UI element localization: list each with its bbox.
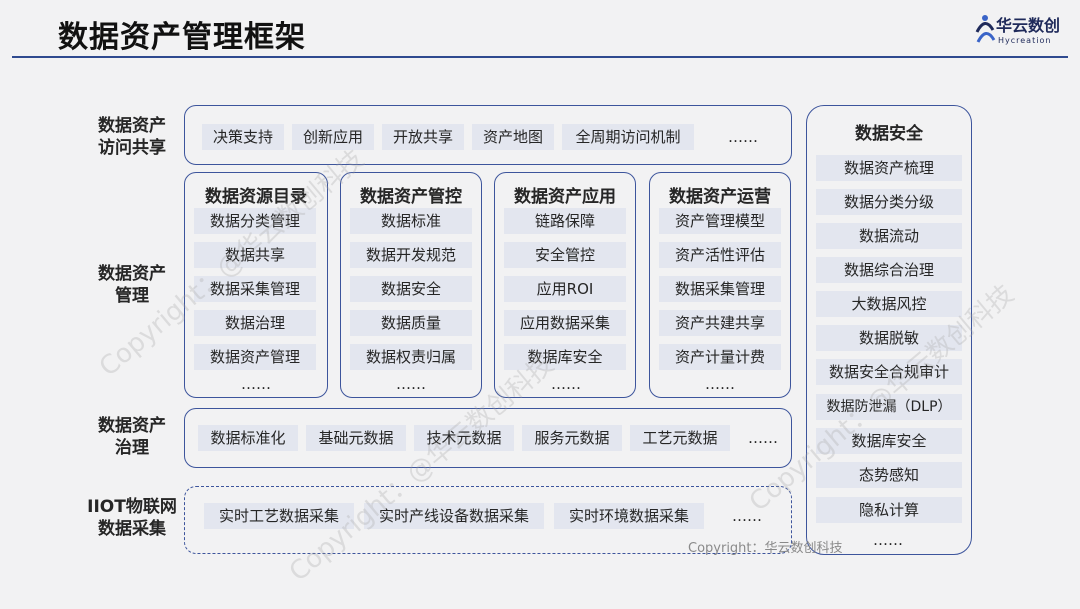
column-item: 安全管控 (504, 242, 626, 268)
column-item: 数据质量 (350, 310, 472, 336)
column-item: 链路保障 (504, 208, 626, 234)
column-item: 资产计量计费 (659, 344, 781, 370)
column-title: 数据资产运营 (669, 187, 771, 207)
column-item: 数据采集管理 (659, 276, 781, 302)
column-item: 数据采集管理 (194, 276, 316, 302)
security-item: 数据资产梳理 (816, 155, 962, 181)
access-item: 全周期访问机制 (562, 124, 694, 150)
column-item: 数据标准 (350, 208, 472, 234)
governance-item: 数据标准化 (198, 425, 298, 451)
column-title: 数据资产应用 (514, 187, 616, 207)
row-label-manage: 数据资产 管理 (98, 264, 166, 306)
access-item: 开放共享 (382, 124, 464, 150)
row-label-iiot: IIOT物联网 数据采集 (87, 497, 177, 539)
company-logo: 华云数创 Hycreation (974, 10, 1066, 52)
page-title: 数据资产管理框架 (58, 20, 306, 55)
security-item: 态势感知 (816, 462, 962, 488)
copyright-note: Copyright：华云数创科技 (688, 541, 843, 556)
governance-box (184, 408, 792, 468)
column-item: 数据资产管理 (194, 344, 316, 370)
column-box-asset-control (340, 172, 482, 398)
column-box-asset-operation (649, 172, 791, 398)
access-item: 资产地图 (472, 124, 554, 150)
security-item: 数据安全合规审计 (816, 359, 962, 385)
security-ellipsis: …… (873, 531, 903, 549)
column-item: 应用数据采集 (504, 310, 626, 336)
security-item: 数据脱敏 (816, 325, 962, 351)
access-sharing-box (184, 105, 792, 165)
logo-subtext: Hycreation (998, 36, 1052, 45)
data-security-panel (806, 105, 972, 555)
column-item: 应用ROI (504, 276, 626, 302)
column-item: 数据分类管理 (194, 208, 316, 234)
column-ellipsis: …… (705, 375, 735, 393)
security-item: 数据防泄漏（DLP） (816, 394, 962, 420)
column-item: 数据权责归属 (350, 344, 472, 370)
column-item: 数据库安全 (504, 344, 626, 370)
iiot-item: 实时工艺数据采集 (204, 503, 354, 529)
column-item: 资产共建共享 (659, 310, 781, 336)
access-item: 创新应用 (292, 124, 374, 150)
security-title: 数据安全 (855, 124, 923, 144)
column-ellipsis: …… (551, 375, 581, 393)
logo-text: 华云数创 (996, 16, 1061, 35)
governance-item: 技术元数据 (414, 425, 514, 451)
access-ellipsis: …… (728, 128, 758, 146)
iiot-item: 实时产线设备数据采集 (364, 503, 544, 529)
security-item: 数据库安全 (816, 428, 962, 454)
column-item: 数据治理 (194, 310, 316, 336)
column-item: 数据共享 (194, 242, 316, 268)
access-item: 决策支持 (202, 124, 284, 150)
security-item: 隐私计算 (816, 497, 962, 523)
governance-item: 服务元数据 (522, 425, 622, 451)
row-label-govern: 数据资产 治理 (98, 416, 166, 458)
column-title: 数据资产管控 (360, 187, 462, 207)
governance-item: 工艺元数据 (630, 425, 730, 451)
column-item: 资产活性评估 (659, 242, 781, 268)
iiot-item: 实时环境数据采集 (554, 503, 704, 529)
security-item: 大数据风控 (816, 291, 962, 317)
iiot-ellipsis: …… (732, 507, 762, 525)
governance-ellipsis: …… (748, 429, 778, 447)
row-label-access: 数据资产 访问共享 (98, 116, 166, 158)
column-box-asset-application (494, 172, 636, 398)
column-item: 数据安全 (350, 276, 472, 302)
iiot-collection-box (184, 486, 792, 554)
column-box-resource-catalog (184, 172, 328, 398)
column-title: 数据资源目录 (205, 187, 307, 207)
column-ellipsis: …… (241, 375, 271, 393)
title-divider (12, 56, 1068, 58)
column-ellipsis: …… (396, 375, 426, 393)
column-item: 资产管理模型 (659, 208, 781, 234)
security-item: 数据分类分级 (816, 189, 962, 215)
governance-item: 基础元数据 (306, 425, 406, 451)
security-item: 数据综合治理 (816, 257, 962, 283)
logo-swirl-icon (975, 15, 996, 43)
column-item: 数据开发规范 (350, 242, 472, 268)
security-item: 数据流动 (816, 223, 962, 249)
